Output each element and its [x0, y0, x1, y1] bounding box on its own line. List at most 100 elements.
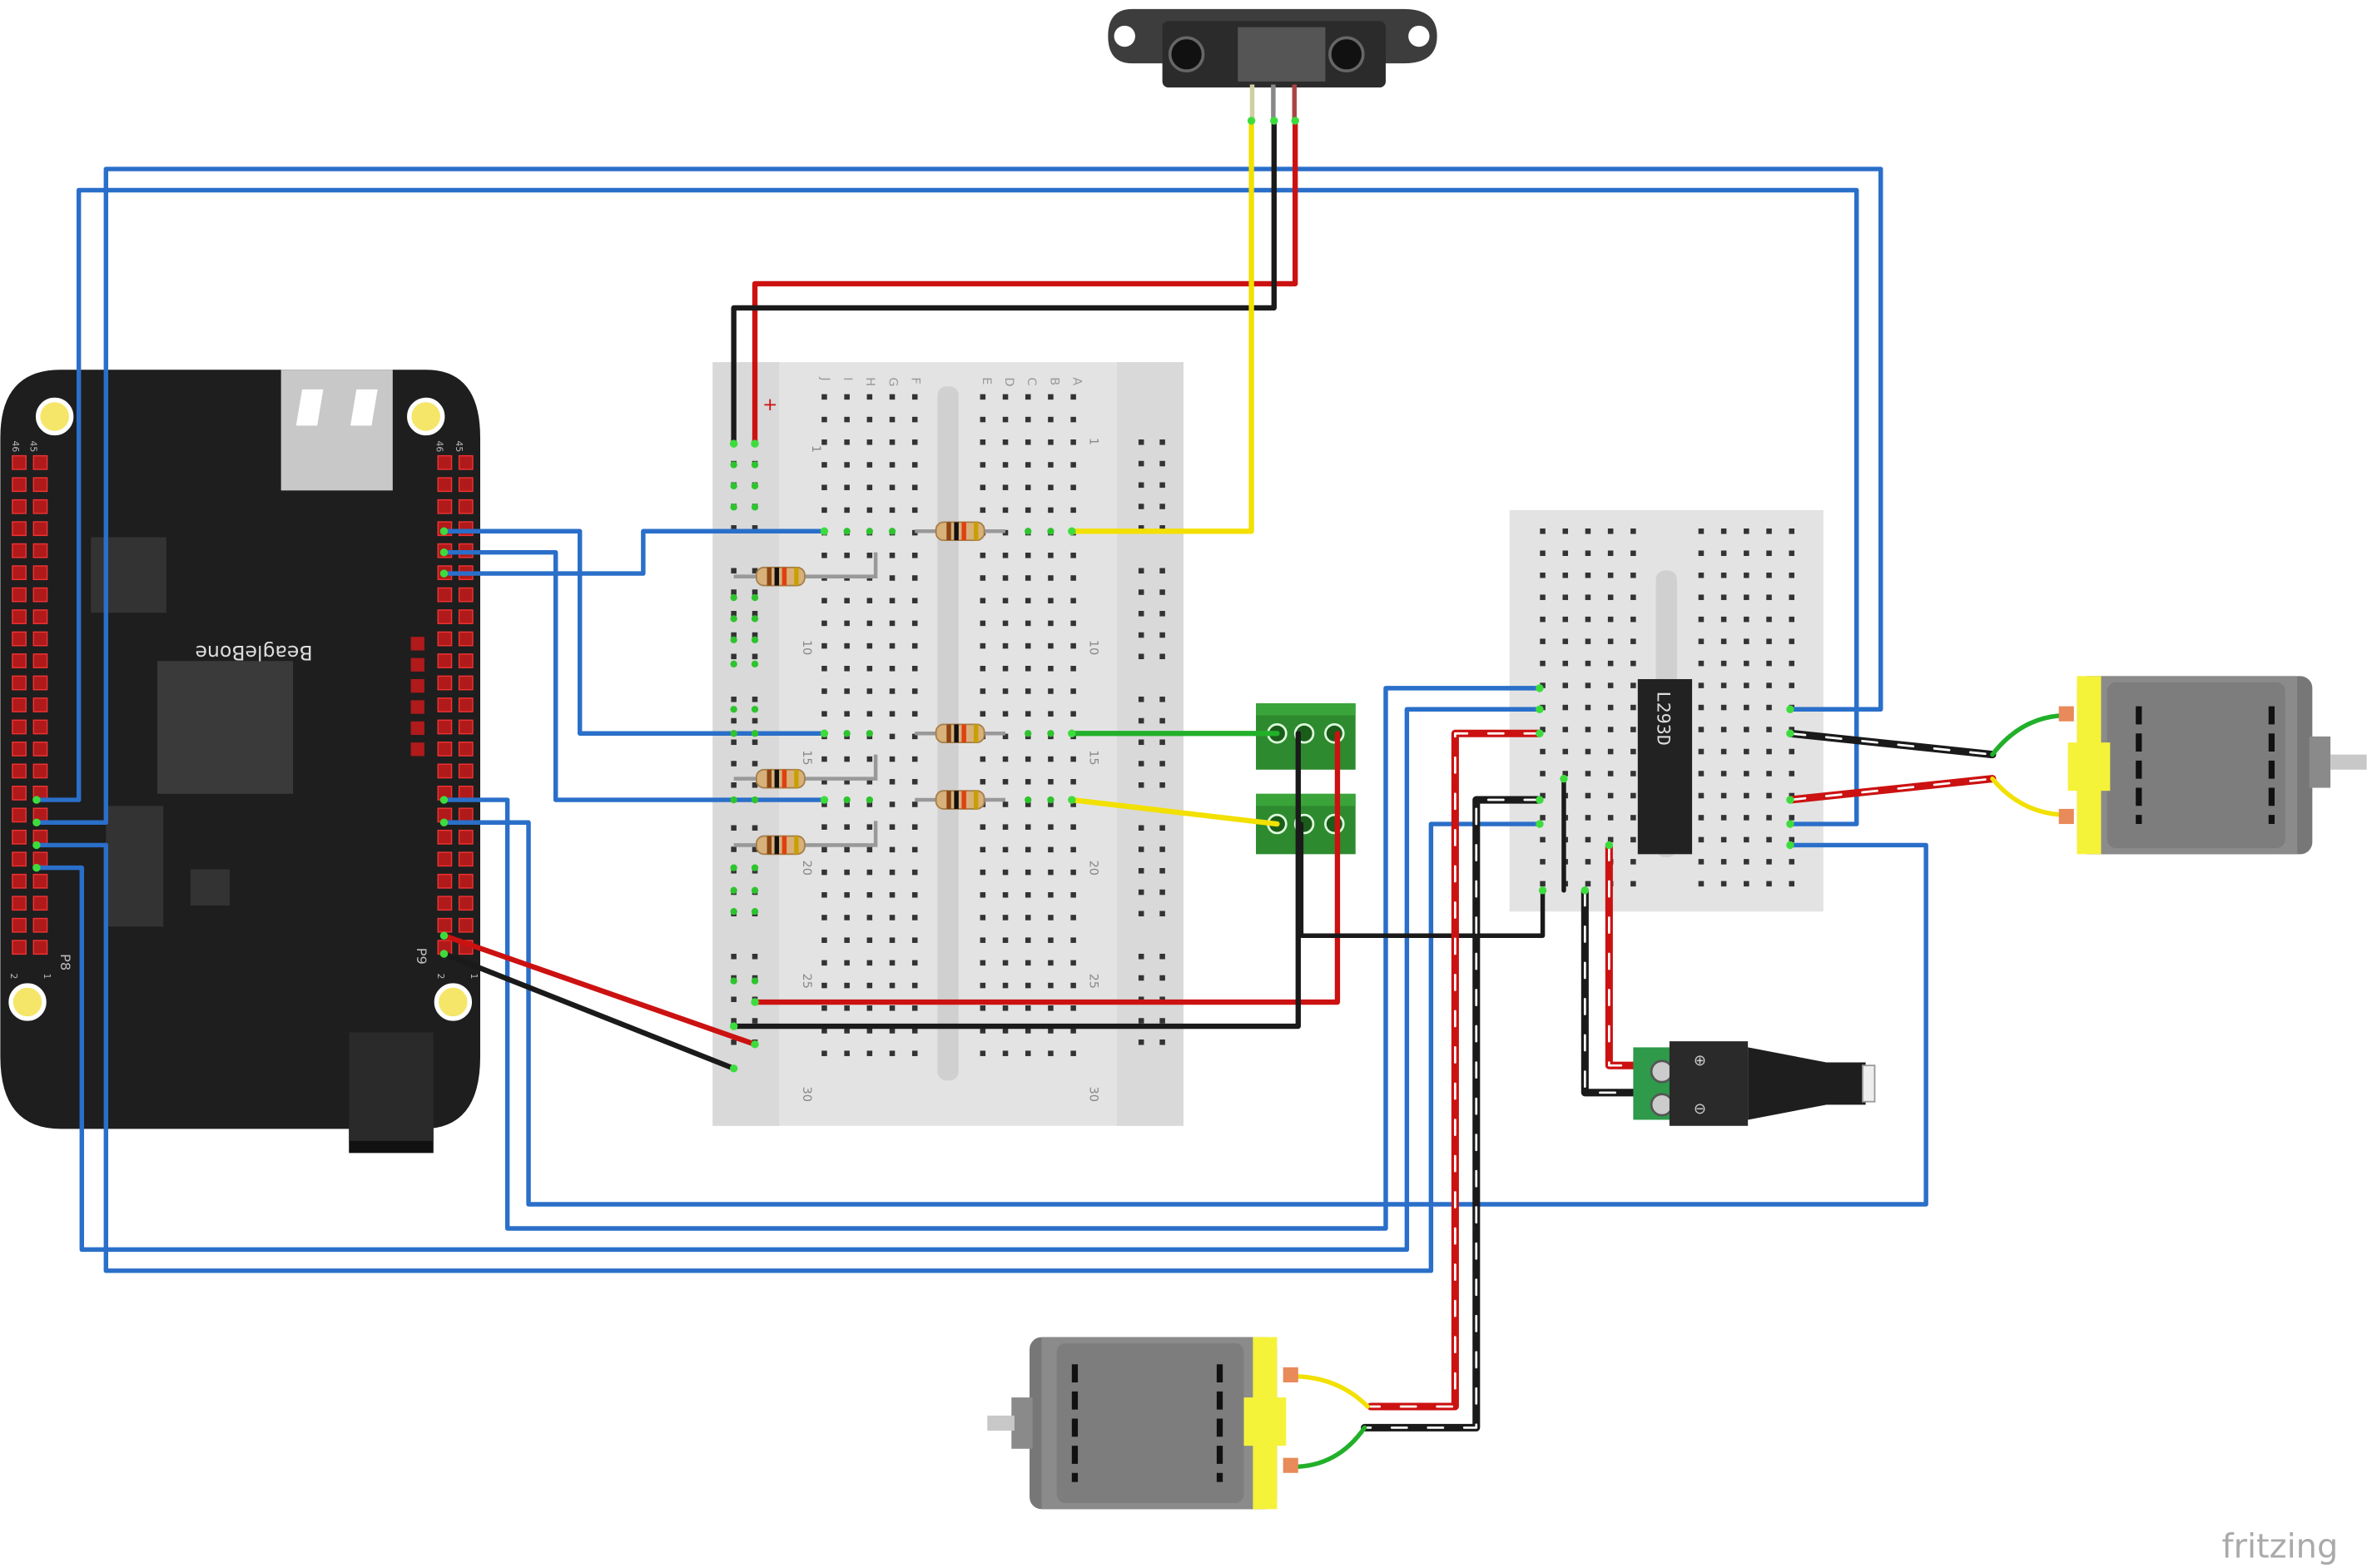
hole: [1025, 711, 1031, 717]
resistor: [733, 768, 870, 789]
hole: [1585, 616, 1591, 623]
hole: [1070, 915, 1076, 920]
header-pin: [458, 829, 474, 845]
hole: [731, 525, 737, 531]
header-pin: [458, 896, 474, 911]
hole: [1002, 553, 1009, 558]
hole: [1138, 504, 1144, 509]
hole: [821, 982, 827, 989]
hole: [821, 462, 827, 468]
wire-end: [820, 729, 829, 737]
hole: [1048, 801, 1054, 807]
resistor-band: [767, 769, 772, 788]
hole: [1025, 416, 1031, 423]
hole: [980, 643, 986, 649]
hole: [1607, 771, 1614, 777]
hole: [980, 1005, 986, 1011]
hole: [1630, 859, 1636, 865]
hole: [1698, 859, 1705, 865]
hole: [1789, 859, 1795, 865]
wire-end: [1270, 117, 1278, 125]
hole: [821, 824, 827, 830]
ir-distance-sensor: [1108, 8, 1437, 122]
hole: [821, 643, 827, 649]
hole: [1789, 572, 1795, 578]
wire-end: [439, 548, 449, 557]
hole: [1002, 846, 1009, 853]
hole: [1720, 594, 1727, 600]
hole: [1048, 756, 1054, 762]
resistor-band: [782, 769, 787, 788]
hole: [889, 711, 896, 717]
hole: [911, 960, 918, 966]
hole: [844, 416, 850, 423]
hole: [1048, 892, 1054, 898]
hole: [1562, 616, 1569, 623]
hole: [911, 756, 918, 762]
hole: [1744, 660, 1749, 667]
header-pin: [437, 896, 453, 911]
hole: [980, 960, 986, 966]
wire-end: [729, 1022, 738, 1030]
hole: [731, 996, 737, 1003]
header-pin: [32, 873, 48, 889]
hole: [1002, 711, 1009, 717]
hole: [1766, 550, 1772, 557]
hole: [1585, 836, 1591, 843]
wire-end: [1068, 729, 1076, 737]
wire-end: [439, 818, 449, 826]
hole: [844, 937, 850, 943]
hole: [1002, 1005, 1009, 1011]
hole: [1744, 550, 1749, 557]
hole: [1002, 779, 1009, 785]
hole: [889, 801, 896, 807]
wire-end: [1786, 841, 1794, 850]
hole: [889, 733, 896, 740]
main-breadboard: + 1 10 15 20 25 30 1 10 15 20 25 30 J I …: [712, 362, 1184, 1126]
wire-black: [731, 731, 1301, 1030]
hole: [1048, 1050, 1054, 1056]
wire-end: [1025, 796, 1032, 804]
hole: [889, 960, 896, 966]
header-pin: [458, 631, 474, 647]
hole: [1540, 572, 1546, 578]
hole: [980, 620, 986, 627]
hole: [844, 915, 850, 920]
hole: [1025, 462, 1031, 468]
hole: [1002, 394, 1009, 400]
hole: [844, 779, 850, 785]
hole: [1698, 881, 1705, 887]
hole: [1002, 960, 1009, 966]
hole: [1025, 824, 1031, 830]
hole: [1585, 572, 1591, 578]
wire-end: [1560, 774, 1568, 783]
hole: [1025, 756, 1031, 762]
hole: [1070, 982, 1076, 989]
header-pin: [32, 851, 48, 867]
hole: [731, 1018, 737, 1024]
hole: [1159, 482, 1165, 489]
hole: [1698, 704, 1705, 711]
hole: [731, 953, 737, 960]
hole: [1607, 682, 1614, 688]
hole: [1138, 889, 1144, 896]
wire-end: [32, 818, 41, 826]
hole: [1720, 638, 1727, 644]
wire-end: [866, 528, 874, 535]
hole: [866, 711, 873, 717]
hole: [1744, 616, 1749, 623]
row-label: 25: [800, 974, 813, 989]
hole: [1070, 711, 1076, 717]
hole: [844, 507, 850, 514]
hole: [1766, 704, 1772, 711]
wire-end: [730, 461, 737, 469]
hole: [1607, 572, 1614, 578]
hole: [911, 507, 918, 514]
hole: [1025, 915, 1031, 920]
hole: [1070, 1028, 1076, 1034]
header-pin: [458, 719, 474, 735]
wire-end: [729, 439, 738, 448]
header-pin: [437, 454, 453, 470]
hole: [1159, 717, 1165, 724]
hole: [1048, 598, 1054, 603]
